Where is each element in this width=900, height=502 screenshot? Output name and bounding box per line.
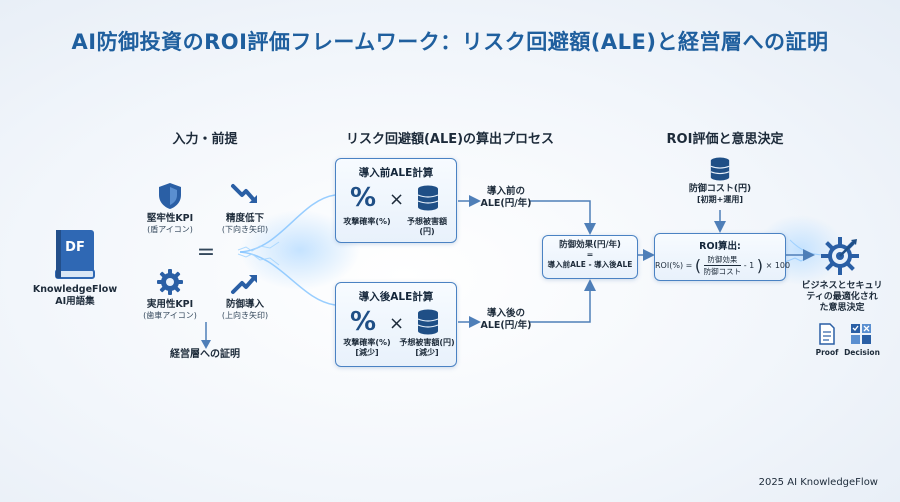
decision-result: ビジネスとセキュリ ティの最適化され た意思決定 (796, 281, 888, 314)
times-sign: × (389, 313, 405, 334)
decision-result-line2: ティの最適化され (806, 292, 878, 302)
robust-kpi: 堅牢性KPI (盾アイコン) (135, 182, 205, 235)
before-loss-label: 予想被害額 (407, 217, 447, 226)
equals-sign: = (196, 240, 216, 265)
before-ale-output: 導入前の ALE(円/年) (476, 186, 536, 210)
roi-formula: ROI(%) = ( 防御効果 防御コスト - 1 ) × 100 (655, 254, 791, 277)
before-ale-output-line1: 導入前の (486, 186, 525, 197)
after-prob-reduced: [減少] (355, 348, 379, 357)
database-icon (417, 185, 439, 211)
roi-lhs: ROI(%) = (655, 261, 693, 270)
effect-line1: 防御効果(円/年) (559, 240, 621, 250)
section-decision-heading: ROI評価と意思決定 (666, 132, 784, 147)
after-loss-label: 予想被害額(円) (399, 338, 455, 347)
percent-icon: % (350, 307, 377, 337)
robust-kpi-label: 堅牢性KPI (146, 213, 194, 224)
down-trend-arrow-icon (231, 184, 257, 203)
defense-intro: 防御導入 (上向き矢印) (210, 268, 280, 321)
after-prob-label: 攻撃確率(%) (343, 338, 391, 347)
target-icon (821, 237, 859, 275)
up-trend-arrow-icon (231, 275, 257, 294)
book-label-name: KnowledgeFlow (32, 284, 118, 295)
roi-fraction: 防御効果 防御コスト (703, 254, 742, 277)
before-ale-title: 導入前ALE計算 (358, 167, 434, 179)
book-icon (55, 230, 95, 279)
roi-numerator: 防御効果 (703, 254, 742, 266)
knowledgeflow-book: DF KnowledgeFlow AI用語集 (30, 228, 120, 308)
decision-result-line1: ビジネスとセキュリ (801, 281, 883, 291)
accuracy-drop: 精度低下 (下向き矢印) (210, 182, 280, 235)
after-loss-reduced: [減少] (415, 348, 439, 357)
book-icon-text: DF (65, 240, 85, 255)
defense-effect-box: 防御効果(円/年) = 導入前ALE - 導入後ALE (542, 235, 638, 279)
defense-intro-label: 防御導入 (225, 299, 264, 310)
proof-arrow (201, 322, 211, 349)
defense-cost-label: 防御コスト(円) (688, 184, 752, 194)
before-ale-output-line2: ALE(円/年) (480, 198, 532, 209)
practical-kpi-label: 実用性KPI (146, 299, 194, 310)
after-ale-title: 導入後ALE計算 (358, 291, 434, 303)
proof-label: Proof (815, 348, 839, 357)
practical-kpi-sub: (歯車アイコン) (143, 311, 197, 320)
before-loss-unit: (円) (419, 227, 435, 236)
roi-title: ROI算出: (699, 241, 741, 252)
accuracy-drop-label: 精度低下 (225, 213, 264, 224)
roi-minus: - 1 (743, 261, 755, 270)
after-ale-output: 導入後の ALE(円/年) (476, 308, 536, 332)
roi-mult: × 100 (765, 261, 791, 270)
before-prob-label: 攻撃確率(%) (343, 217, 391, 226)
accuracy-drop-sub: (下向き矢印) (221, 225, 269, 234)
practical-kpi: 実用性KPI (歯車アイコン) (135, 268, 205, 321)
decision-grid-icon (851, 324, 871, 344)
executive-proof-label: 経営層への証明 (170, 349, 240, 360)
footer-copyright: 2025 AI KnowledgeFlow (758, 477, 878, 488)
before-ale-box: 導入前ALE計算 % × 攻撃確率(%) 予想被害額 (円) (335, 158, 457, 243)
percent-icon: % (350, 183, 377, 213)
effect-equals: = (586, 250, 594, 259)
document-icon (819, 323, 835, 345)
after-ale-output-line1: 導入後の (486, 308, 525, 319)
gear-icon (157, 269, 183, 295)
page-title: AI防御投資のROI評価フレームワーク：リスク回避額(ALE)と経営層への証明 (71, 30, 829, 54)
after-ale-box: 導入後ALE計算 % × 攻撃確率(%) [減少] 予想被害額(円) [減少] (335, 282, 457, 367)
book-label-glossary: AI用語集 (55, 296, 95, 307)
section-process-heading: リスク回避額(ALE)の算出プロセス (345, 132, 555, 147)
after-ale-output-line2: ALE(円/年) (480, 320, 532, 331)
defense-cost-sub: [初期+運用] (696, 195, 743, 204)
effect-formula: 導入前ALE - 導入後ALE (547, 260, 633, 269)
roi-calc-box: ROI算出: ROI(%) = ( 防御効果 防御コスト - 1 ) × 100 (654, 233, 791, 281)
roi-denominator: 防御コスト (703, 267, 742, 276)
times-sign: × (389, 189, 405, 210)
defense-intro-sub: (上向き矢印) (221, 311, 269, 320)
defense-cost: 防御コスト(円) [初期+運用] (670, 157, 770, 205)
database-icon (710, 157, 730, 181)
decision-label: Decision (844, 348, 880, 357)
shield-icon (159, 183, 181, 209)
robust-kpi-sub: (盾アイコン) (147, 225, 193, 234)
database-icon (417, 309, 439, 335)
decision-result-line3: た意思決定 (819, 303, 865, 313)
section-input-heading: 入力・前提 (172, 132, 238, 147)
